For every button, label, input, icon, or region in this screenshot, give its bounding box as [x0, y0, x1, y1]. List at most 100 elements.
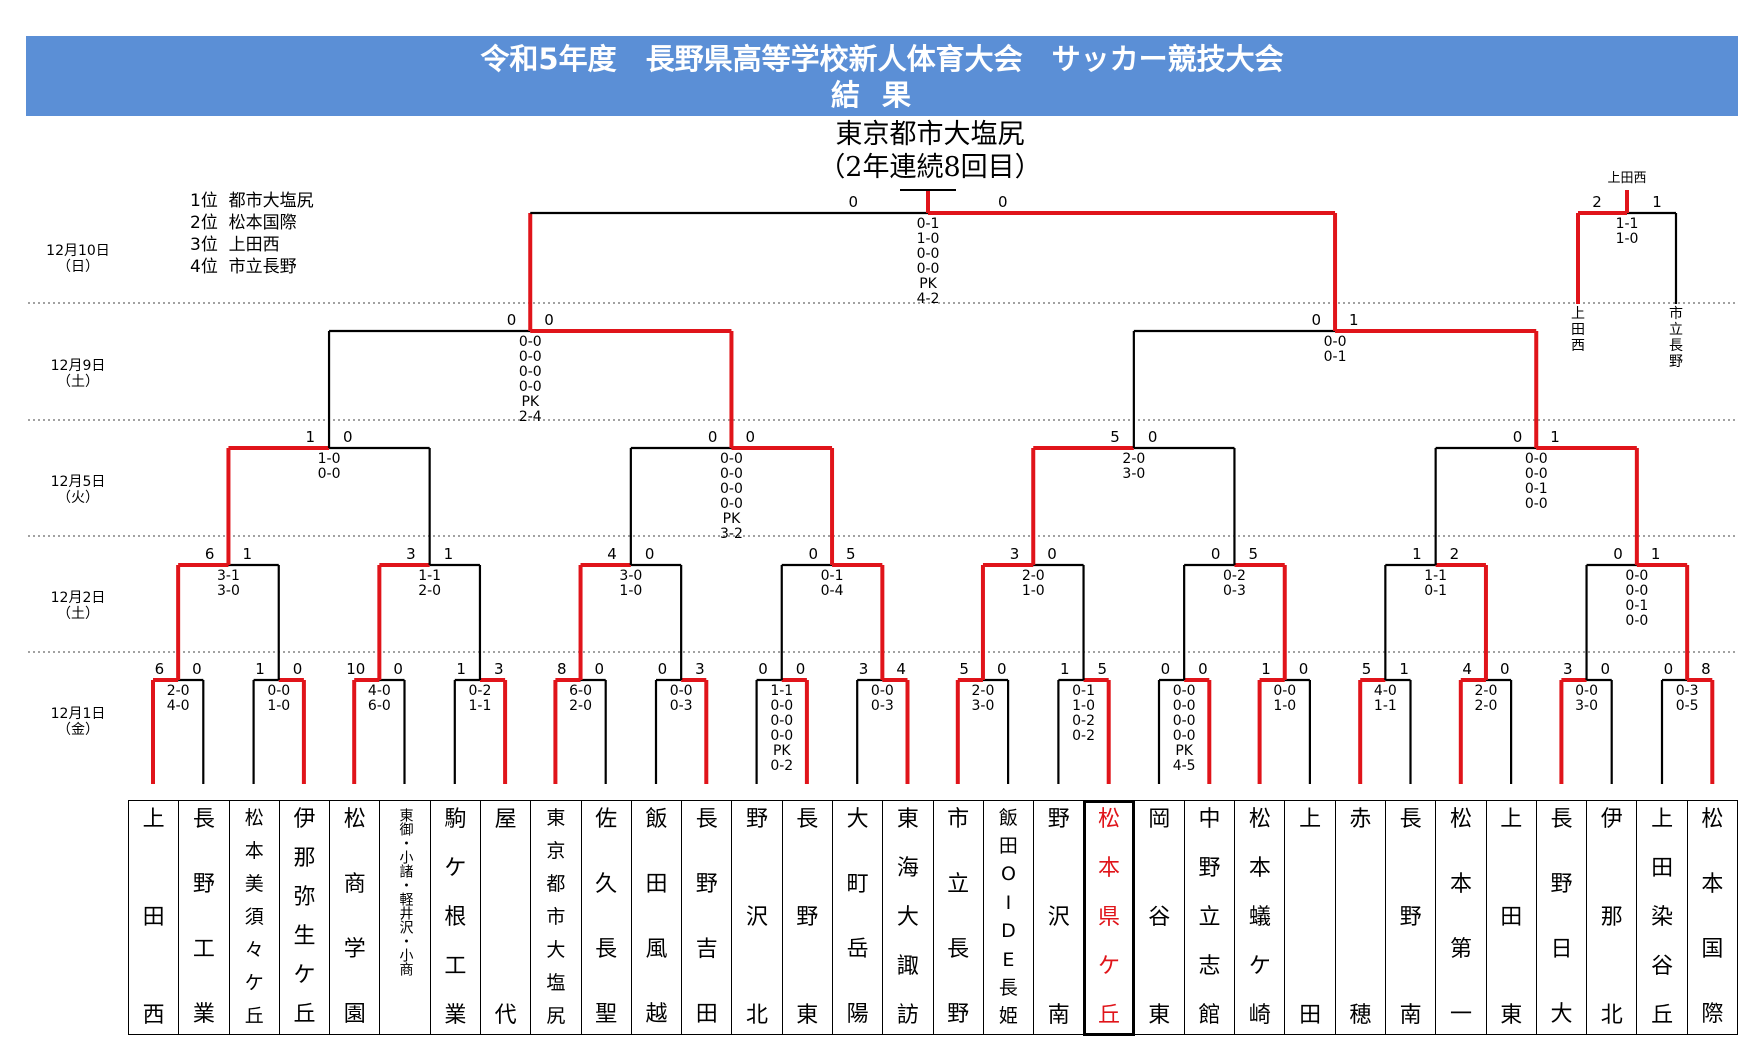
- score-detail: 0-0: [720, 466, 743, 482]
- team-name: 長野日大: [1550, 806, 1573, 1028]
- team-name: 東海大諏訪: [896, 806, 919, 1028]
- team-name: 市立長野: [947, 806, 970, 1028]
- score-detail: 0-3: [871, 698, 894, 714]
- half-score: 0: [544, 311, 554, 329]
- team-cell: 松本蟻ケ崎: [1234, 800, 1286, 1035]
- third-place-team: 野: [1669, 354, 1683, 370]
- half-score: 1: [1060, 660, 1070, 678]
- team-cell: 伊那弥生ケ丘: [278, 800, 331, 1035]
- team-name: 上田西: [142, 806, 165, 1028]
- page-subtitle: 結果: [830, 78, 933, 112]
- half-score: 0: [1161, 660, 1171, 678]
- half-score: 0: [645, 545, 655, 563]
- half-score: 3: [1563, 660, 1573, 678]
- score-detail: 1-1: [469, 698, 492, 714]
- score-detail: 2-0: [418, 583, 441, 599]
- team-name: 飯田風越: [645, 806, 668, 1028]
- team-cell: 松商学園: [329, 800, 381, 1035]
- team-cell: 岡谷東: [1133, 800, 1185, 1035]
- date-label-dec2: 12月2日（土）: [50, 590, 106, 622]
- date-label-dec5: 12月5日（火）: [50, 474, 106, 506]
- score-detail: 0-0: [1625, 613, 1648, 629]
- title-banner: 令和5年度 長野県高等学校新人体育大会 サッカー競技大会 結果: [26, 36, 1738, 116]
- team-name: 上田: [1299, 806, 1322, 1028]
- score-detail: 2-0: [1022, 568, 1045, 584]
- half-score: 0: [192, 660, 202, 678]
- team-name: 中野立志館: [1198, 806, 1221, 1028]
- team-name: 松本国際: [1701, 806, 1724, 1028]
- team-cell: 長野工業: [178, 800, 230, 1035]
- half-score: 0: [1198, 660, 1208, 678]
- score-detail: 0-0: [770, 713, 793, 729]
- team-cell: 大町岳陽: [831, 800, 884, 1035]
- score-detail: 0-2: [469, 683, 492, 699]
- team-cell: 中野立志館: [1183, 800, 1236, 1035]
- score-detail: PK: [723, 511, 741, 527]
- team-cell: 松本第一: [1435, 800, 1487, 1035]
- team-name: 長野東: [796, 806, 819, 1028]
- score-detail: 1-0: [1273, 698, 1296, 714]
- score-detail: 0-0: [720, 451, 743, 467]
- team-name: 上田染谷丘: [1651, 806, 1674, 1028]
- half-score: 5: [959, 660, 969, 678]
- team-cell: 屋代: [479, 800, 532, 1035]
- half-score: 0: [1513, 428, 1523, 446]
- team-name: 松本第一: [1449, 806, 1472, 1028]
- score-detail: 0-0: [1575, 683, 1598, 699]
- champion-name: 東京都市大塩尻: [835, 119, 1025, 150]
- half-score: 8: [1701, 660, 1711, 678]
- score-detail: 2-0: [1475, 683, 1498, 699]
- date-label-dec1: 12月1日（金）: [50, 706, 106, 738]
- score-detail: 0-0: [519, 379, 542, 395]
- score-detail: 0-0: [917, 246, 940, 262]
- half-score: 0: [1312, 311, 1322, 329]
- standing-row: 4位 市立長野: [190, 257, 297, 277]
- team-name: 東京都市大塩尻: [546, 806, 566, 1028]
- half-score: 0: [293, 660, 303, 678]
- team-table: 上田西長野工業松本美須々ケ丘伊那弥生ケ丘松商学園東御・小諸・軽井沢・小商駒ケ根工…: [127, 799, 1739, 1036]
- score-detail: 0-1: [1625, 598, 1648, 614]
- half-score: 2: [1592, 193, 1602, 211]
- score-detail: 3-0: [217, 583, 240, 599]
- score-detail: 0-2: [770, 758, 793, 774]
- score-detail: 4-0: [167, 698, 190, 714]
- team-cell: 東京都市大塩尻: [530, 800, 582, 1035]
- half-score: 6: [205, 545, 215, 563]
- team-name: 松商学園: [343, 806, 366, 1028]
- score-detail: 0-0: [1625, 583, 1648, 599]
- page-title: 令和5年度 長野県高等学校新人体育大会 サッカー競技大会: [480, 42, 1284, 76]
- third-place-winner: 上田西: [1607, 171, 1646, 186]
- half-score: 0: [708, 428, 718, 446]
- team-name: 赤穂: [1349, 806, 1372, 1028]
- half-score: 1: [456, 660, 466, 678]
- team-cell: 松本県ケ丘: [1082, 799, 1136, 1036]
- score-detail: 0-0: [1625, 568, 1648, 584]
- score-detail: 2-0: [1122, 451, 1145, 467]
- score-detail: 0-0: [519, 364, 542, 380]
- score-detail: 0-0: [267, 683, 290, 699]
- team-name: 東御・小諸・軽井沢・小商: [397, 807, 414, 976]
- score-detail: 0-0: [871, 683, 894, 699]
- team-name: 松本美須々ケ丘: [244, 806, 264, 1028]
- score-detail: 4-2: [917, 291, 940, 307]
- champion-block: 東京都市大塩尻 （2年連続8回目）: [800, 118, 1060, 184]
- half-score: 6: [155, 660, 165, 678]
- team-name: 野沢北: [746, 806, 769, 1028]
- half-score: 0: [1299, 660, 1309, 678]
- score-detail: 0-4: [821, 583, 844, 599]
- third-place-team: 田: [1571, 322, 1585, 338]
- team-cell: 長野日大: [1535, 800, 1588, 1035]
- half-score: 1: [1550, 428, 1560, 446]
- team-cell: 野沢北: [731, 800, 783, 1035]
- score-detail: 1-0: [1616, 231, 1639, 247]
- score-detail: 2-0: [972, 683, 995, 699]
- team-cell: 伊那北: [1586, 800, 1638, 1035]
- score-detail: 0-1: [1424, 583, 1447, 599]
- score-detail: 0-0: [1273, 683, 1296, 699]
- score-detail: 2-0: [569, 698, 592, 714]
- half-score: 0: [1148, 428, 1158, 446]
- score-detail: 0-2: [1072, 728, 1095, 744]
- team-cell: 飯田風越: [630, 800, 683, 1035]
